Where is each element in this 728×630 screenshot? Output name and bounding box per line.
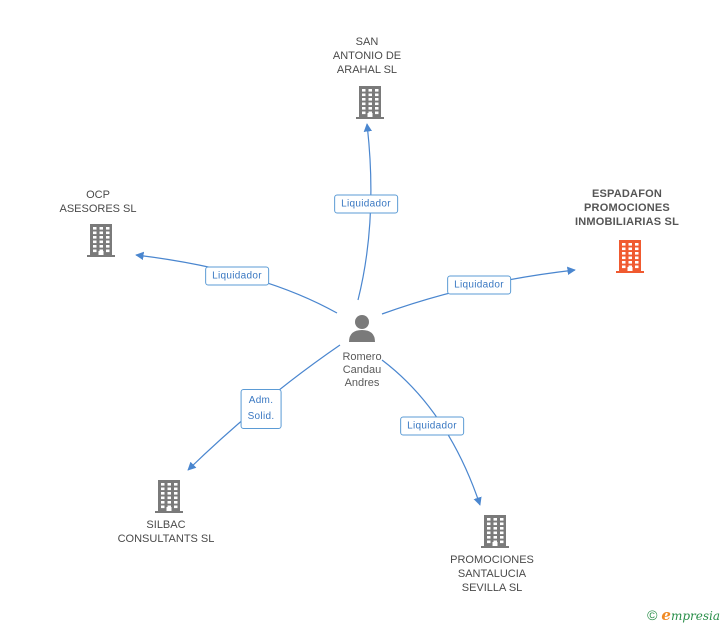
company-label-line: SEVILLA SL [461, 582, 523, 594]
building-icon[interactable] [356, 86, 384, 119]
edge-badge-silbac[interactable]: Adm. Solid. [240, 389, 282, 429]
company-label-ocp[interactable]: OCP ASESORES SL [59, 188, 136, 216]
company-label-line: SILBAC [146, 519, 186, 531]
edge-badge-text: Liquidador [454, 279, 504, 291]
person-label-line: Andres [344, 377, 380, 389]
company-label-line: ASESORES SL [59, 203, 137, 215]
company-label-line: ESPADAFON [591, 188, 663, 200]
footer-brand: © empresia [647, 606, 720, 624]
company-label-line: ANTONIO DE [332, 50, 402, 62]
edge-badge-text: Liquidador [212, 270, 262, 282]
person-icon[interactable] [349, 315, 375, 342]
person-label-line: Candau [342, 364, 382, 376]
company-label-line: PROMOCIONES [584, 202, 670, 214]
edge-badge-text: Liquidador [407, 420, 457, 432]
company-label-line: SANTALUCIA [457, 568, 527, 580]
edge-badge-text: Liquidador [341, 198, 391, 210]
building-icon[interactable] [87, 224, 115, 257]
company-label-line: PROMOCIONES [450, 554, 534, 566]
person-label-line: Romero [342, 351, 382, 363]
company-label-line: CONSULTANTS SL [117, 533, 215, 545]
company-label-line: ARAHAL SL [336, 64, 398, 76]
company-label-promociones[interactable]: PROMOCIONES SANTALUCIA SEVILLA SL [450, 553, 534, 595]
company-label-silbac[interactable]: SILBAC CONSULTANTS SL [118, 518, 215, 546]
copyright-symbol: © [647, 607, 658, 623]
edge-badge-ocp[interactable]: Liquidador [205, 266, 269, 286]
company-label-line: INMOBILIARIAS SL [574, 216, 680, 228]
edge-badge-promociones[interactable]: Liquidador [400, 416, 464, 436]
building-icon[interactable] [481, 515, 509, 548]
edge-badge-san-antonio[interactable]: Liquidador [334, 194, 398, 214]
edge-badge-text: Adm. [248, 395, 274, 406]
empresia-logo[interactable]: empresia [661, 606, 720, 624]
edge-badge-text: Solid. [247, 411, 275, 422]
edge-badge-espadafon[interactable]: Liquidador [447, 275, 511, 295]
building-icon[interactable] [616, 240, 644, 273]
company-label-espadafon[interactable]: ESPADAFON PROMOCIONES INMOBILIARIAS SL [575, 187, 679, 229]
building-icon[interactable] [155, 480, 183, 513]
company-label-line: OCP [86, 189, 110, 201]
edge-san-antonio [357, 123, 373, 301]
company-label-line: SAN [355, 36, 379, 48]
company-label-san-antonio[interactable]: SAN ANTONIO DE ARAHAL SL [333, 35, 401, 77]
